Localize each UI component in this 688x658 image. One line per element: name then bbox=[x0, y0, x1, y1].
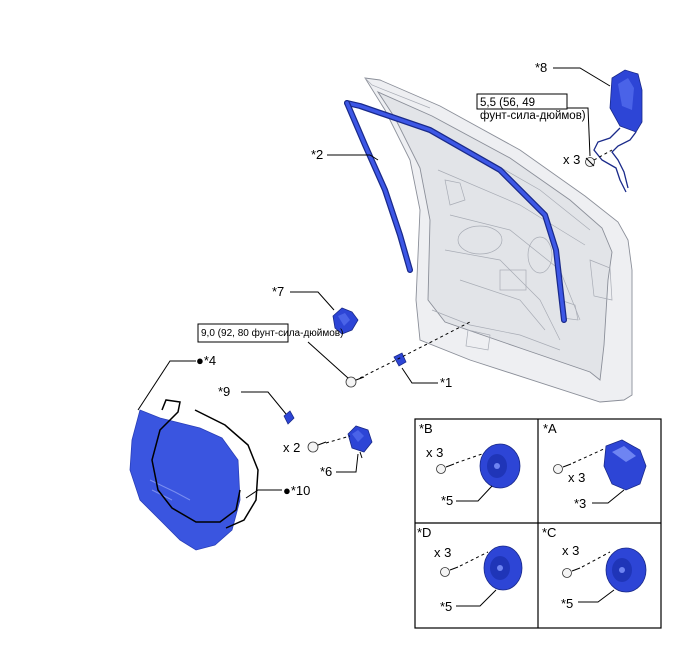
weatherstrip-part bbox=[344, 100, 567, 323]
label-part-4: ●*4 bbox=[196, 353, 216, 368]
clip-part bbox=[393, 352, 407, 367]
torque-mirror-line2: фунт-сила-дюймов) bbox=[480, 110, 586, 122]
door-trim-panel bbox=[129, 399, 259, 551]
label-part-6: *6 bbox=[320, 464, 332, 479]
inset-b-title: *B bbox=[419, 421, 433, 436]
torque-speaker-text: 9,0 (92, 80 фунт-сила-дюймов) bbox=[201, 327, 343, 339]
label-part-2: *2 bbox=[311, 147, 323, 162]
label-mirror-qty: x 3 bbox=[563, 152, 580, 167]
small-part-9 bbox=[283, 410, 295, 425]
label-part-8: *8 bbox=[535, 60, 547, 75]
mirror-part bbox=[585, 69, 643, 193]
label-part-10: ●*10 bbox=[283, 483, 310, 498]
inset-c-title: *C bbox=[542, 525, 556, 540]
label-part-1: *1 bbox=[440, 375, 452, 390]
inset-a-qty: x 3 bbox=[568, 470, 585, 485]
label-part-7: *7 bbox=[272, 284, 284, 299]
inset-c-part: *5 bbox=[561, 596, 573, 611]
torque-box-speaker: 9,0 (92, 80 фунт-сила-дюймов) bbox=[197, 323, 343, 343]
inset-cell-d: *D x 3 *5 bbox=[417, 525, 523, 614]
bolts bbox=[307, 376, 365, 453]
inset-c-qty: x 3 bbox=[562, 543, 579, 558]
inset-a-title: *A bbox=[543, 421, 557, 436]
inset-b-qty: x 3 bbox=[426, 445, 443, 460]
torque-mirror-line1: 5,5 (56, 49 bbox=[480, 97, 535, 109]
inset-cell-c: *C x 3 *5 bbox=[542, 525, 647, 611]
inset-a-part: *3 bbox=[574, 496, 586, 511]
inset-cell-b: *B x 3 *5 bbox=[419, 421, 521, 508]
connector-part bbox=[347, 425, 373, 459]
label-clip-qty: x 2 bbox=[283, 440, 300, 455]
inset-d-part: *5 bbox=[440, 599, 452, 614]
inset-d-title: *D bbox=[417, 525, 431, 540]
label-part-9: *9 bbox=[218, 384, 230, 399]
inset-cell-a: *A x 3 *3 bbox=[543, 421, 647, 511]
speaker-variants-inset: *B x 3 *5 *A x 3 *3 *D x 3 bbox=[414, 418, 662, 629]
torque-box-mirror: 5,5 (56, 49 фунт-сила-дюймов) bbox=[476, 93, 586, 122]
inset-b-part: *5 bbox=[441, 493, 453, 508]
inner-cover-part bbox=[332, 307, 359, 335]
door-panel bbox=[364, 77, 633, 403]
leader-lines bbox=[137, 67, 613, 499]
inset-d-qty: x 3 bbox=[434, 545, 451, 560]
